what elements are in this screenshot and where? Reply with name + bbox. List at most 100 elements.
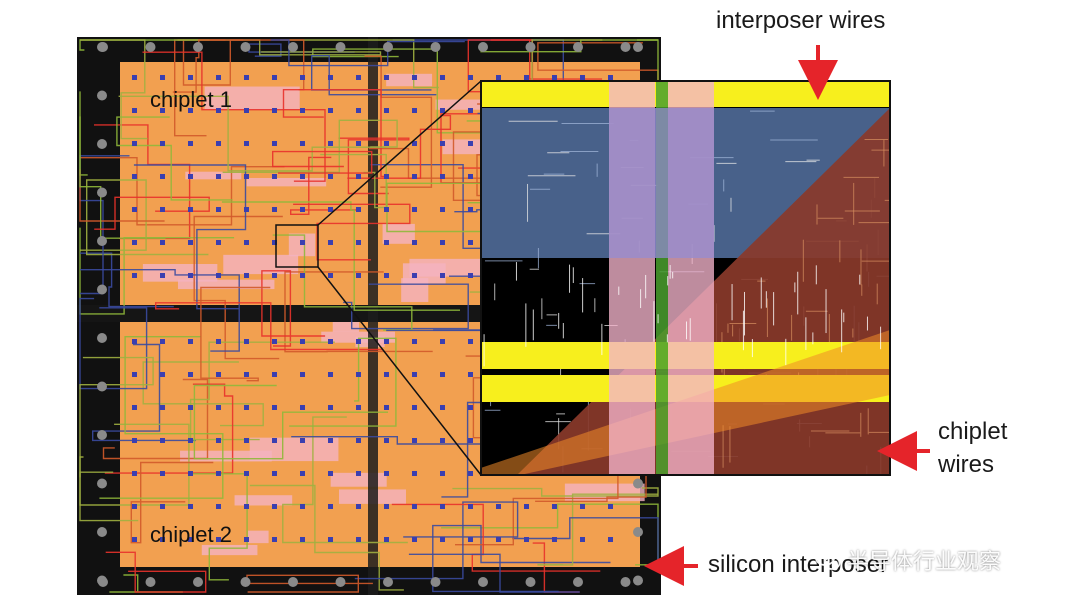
- chiplet-pad: [524, 504, 529, 509]
- chiplet-pad: [356, 372, 361, 377]
- wire-trace: [249, 484, 404, 591]
- wire-trace: [312, 48, 558, 134]
- chiplet-wires-label-line1: chiplet: [938, 418, 1008, 445]
- interposer-bump: [478, 577, 488, 587]
- interposer-bump: [97, 187, 107, 198]
- pink-patch: [246, 177, 327, 187]
- interposer-bump: [288, 42, 298, 52]
- interposer-bump: [97, 90, 107, 101]
- chiplet-pad: [608, 75, 613, 80]
- wire-trace: [105, 551, 207, 593]
- chiplet-pad: [160, 405, 165, 410]
- zoom-line-bottom: [317, 266, 482, 476]
- chiplet-pad: [412, 75, 417, 80]
- chiplet-pad: [244, 240, 249, 245]
- wire-trace: [142, 51, 326, 182]
- chiplet-pad: [300, 537, 305, 542]
- chiplet-pad: [216, 141, 221, 146]
- chiplet-pad: [440, 273, 445, 278]
- chiplet-pad: [244, 108, 249, 113]
- chiplet-pad: [384, 240, 389, 245]
- interposer-bump: [633, 42, 643, 52]
- chiplet-pad: [160, 372, 165, 377]
- chiplet-pad: [188, 75, 193, 80]
- chiplet-pad: [328, 240, 333, 245]
- chiplet-1-label: chiplet 1: [150, 87, 232, 112]
- interposer-bump: [383, 42, 393, 52]
- interposer-bump: [633, 527, 643, 537]
- chiplet-pad: [524, 537, 529, 542]
- wire-trace: [99, 336, 224, 499]
- chiplet-pad: [356, 537, 361, 542]
- chiplet-pad: [468, 240, 473, 245]
- chiplet-pad: [132, 75, 137, 80]
- chiplet-pad: [160, 438, 165, 443]
- chiplet-pad: [272, 339, 277, 344]
- chiplet-pad: [468, 174, 473, 179]
- chiplet-pad: [384, 438, 389, 443]
- chiplet-pad: [496, 75, 501, 80]
- chiplet-pad: [440, 174, 445, 179]
- chiplet-pad: [328, 537, 333, 542]
- interposer-bump: [97, 527, 107, 537]
- interposer-bump: [620, 42, 631, 52]
- interposer-bump: [97, 430, 107, 440]
- chiplet-pad: [412, 504, 417, 509]
- chiplet-pad: [440, 141, 445, 146]
- wire-trace: [272, 150, 373, 174]
- chiplet-pad: [356, 207, 361, 212]
- chiplet-pad: [132, 504, 137, 509]
- pink-patch: [177, 279, 275, 290]
- wire-trace: [133, 164, 247, 310]
- chiplet-pad: [440, 75, 445, 80]
- wire-trace: [282, 416, 408, 544]
- interposer-bump: [97, 284, 107, 295]
- chiplet-pad: [580, 504, 585, 509]
- chiplet-pad: [328, 207, 333, 212]
- wire-trace: [222, 119, 398, 173]
- chiplet-pad: [272, 471, 277, 476]
- wire-trace: [432, 524, 611, 593]
- chiplet-pad: [244, 405, 249, 410]
- wire-trace: [80, 252, 174, 308]
- chiplet-pad: [356, 273, 361, 278]
- chiplet-pad: [272, 405, 277, 410]
- wire-trace: [118, 95, 387, 172]
- chiplet-pad: [328, 339, 333, 344]
- wire-trace: [280, 39, 439, 89]
- chiplet-pad: [384, 537, 389, 542]
- chiplet-pad: [132, 174, 137, 179]
- chiplet-pad: [300, 75, 305, 80]
- chiplet-pad: [244, 438, 249, 443]
- interposer-bump: [240, 42, 251, 52]
- pink-patch: [386, 73, 433, 87]
- chiplet-pad: [440, 372, 445, 377]
- chiplet-pad: [300, 471, 305, 476]
- chiplet-pad: [300, 438, 305, 443]
- chiplet-pad: [216, 108, 221, 113]
- interposer-bump: [97, 42, 107, 52]
- chiplet-pad: [244, 339, 249, 344]
- wire-trace: [94, 196, 210, 230]
- wire-trace: [79, 116, 166, 239]
- chiplet-pad: [328, 372, 333, 377]
- wire-trace: [289, 337, 397, 427]
- wire-trace: [270, 39, 465, 67]
- interposer-bump: [288, 577, 298, 587]
- chiplet-pad: [188, 174, 193, 179]
- chiplet-pad: [188, 471, 193, 476]
- chiplet-pad: [216, 537, 221, 542]
- chiplet-wires-label-line2: wires: [938, 451, 995, 478]
- chiplet-pad: [356, 339, 361, 344]
- chiplet-pad: [356, 471, 361, 476]
- wire-trace: [130, 461, 214, 544]
- chiplet-pad: [412, 405, 417, 410]
- chiplet-pad: [244, 75, 249, 80]
- chiplet-pad: [468, 75, 473, 80]
- chiplet-pad: [244, 141, 249, 146]
- chiplet-pad: [412, 141, 417, 146]
- chiplet-pad: [160, 471, 165, 476]
- chiplet-pad: [328, 108, 333, 113]
- chiplet-pad: [160, 174, 165, 179]
- wire-trace: [200, 286, 271, 382]
